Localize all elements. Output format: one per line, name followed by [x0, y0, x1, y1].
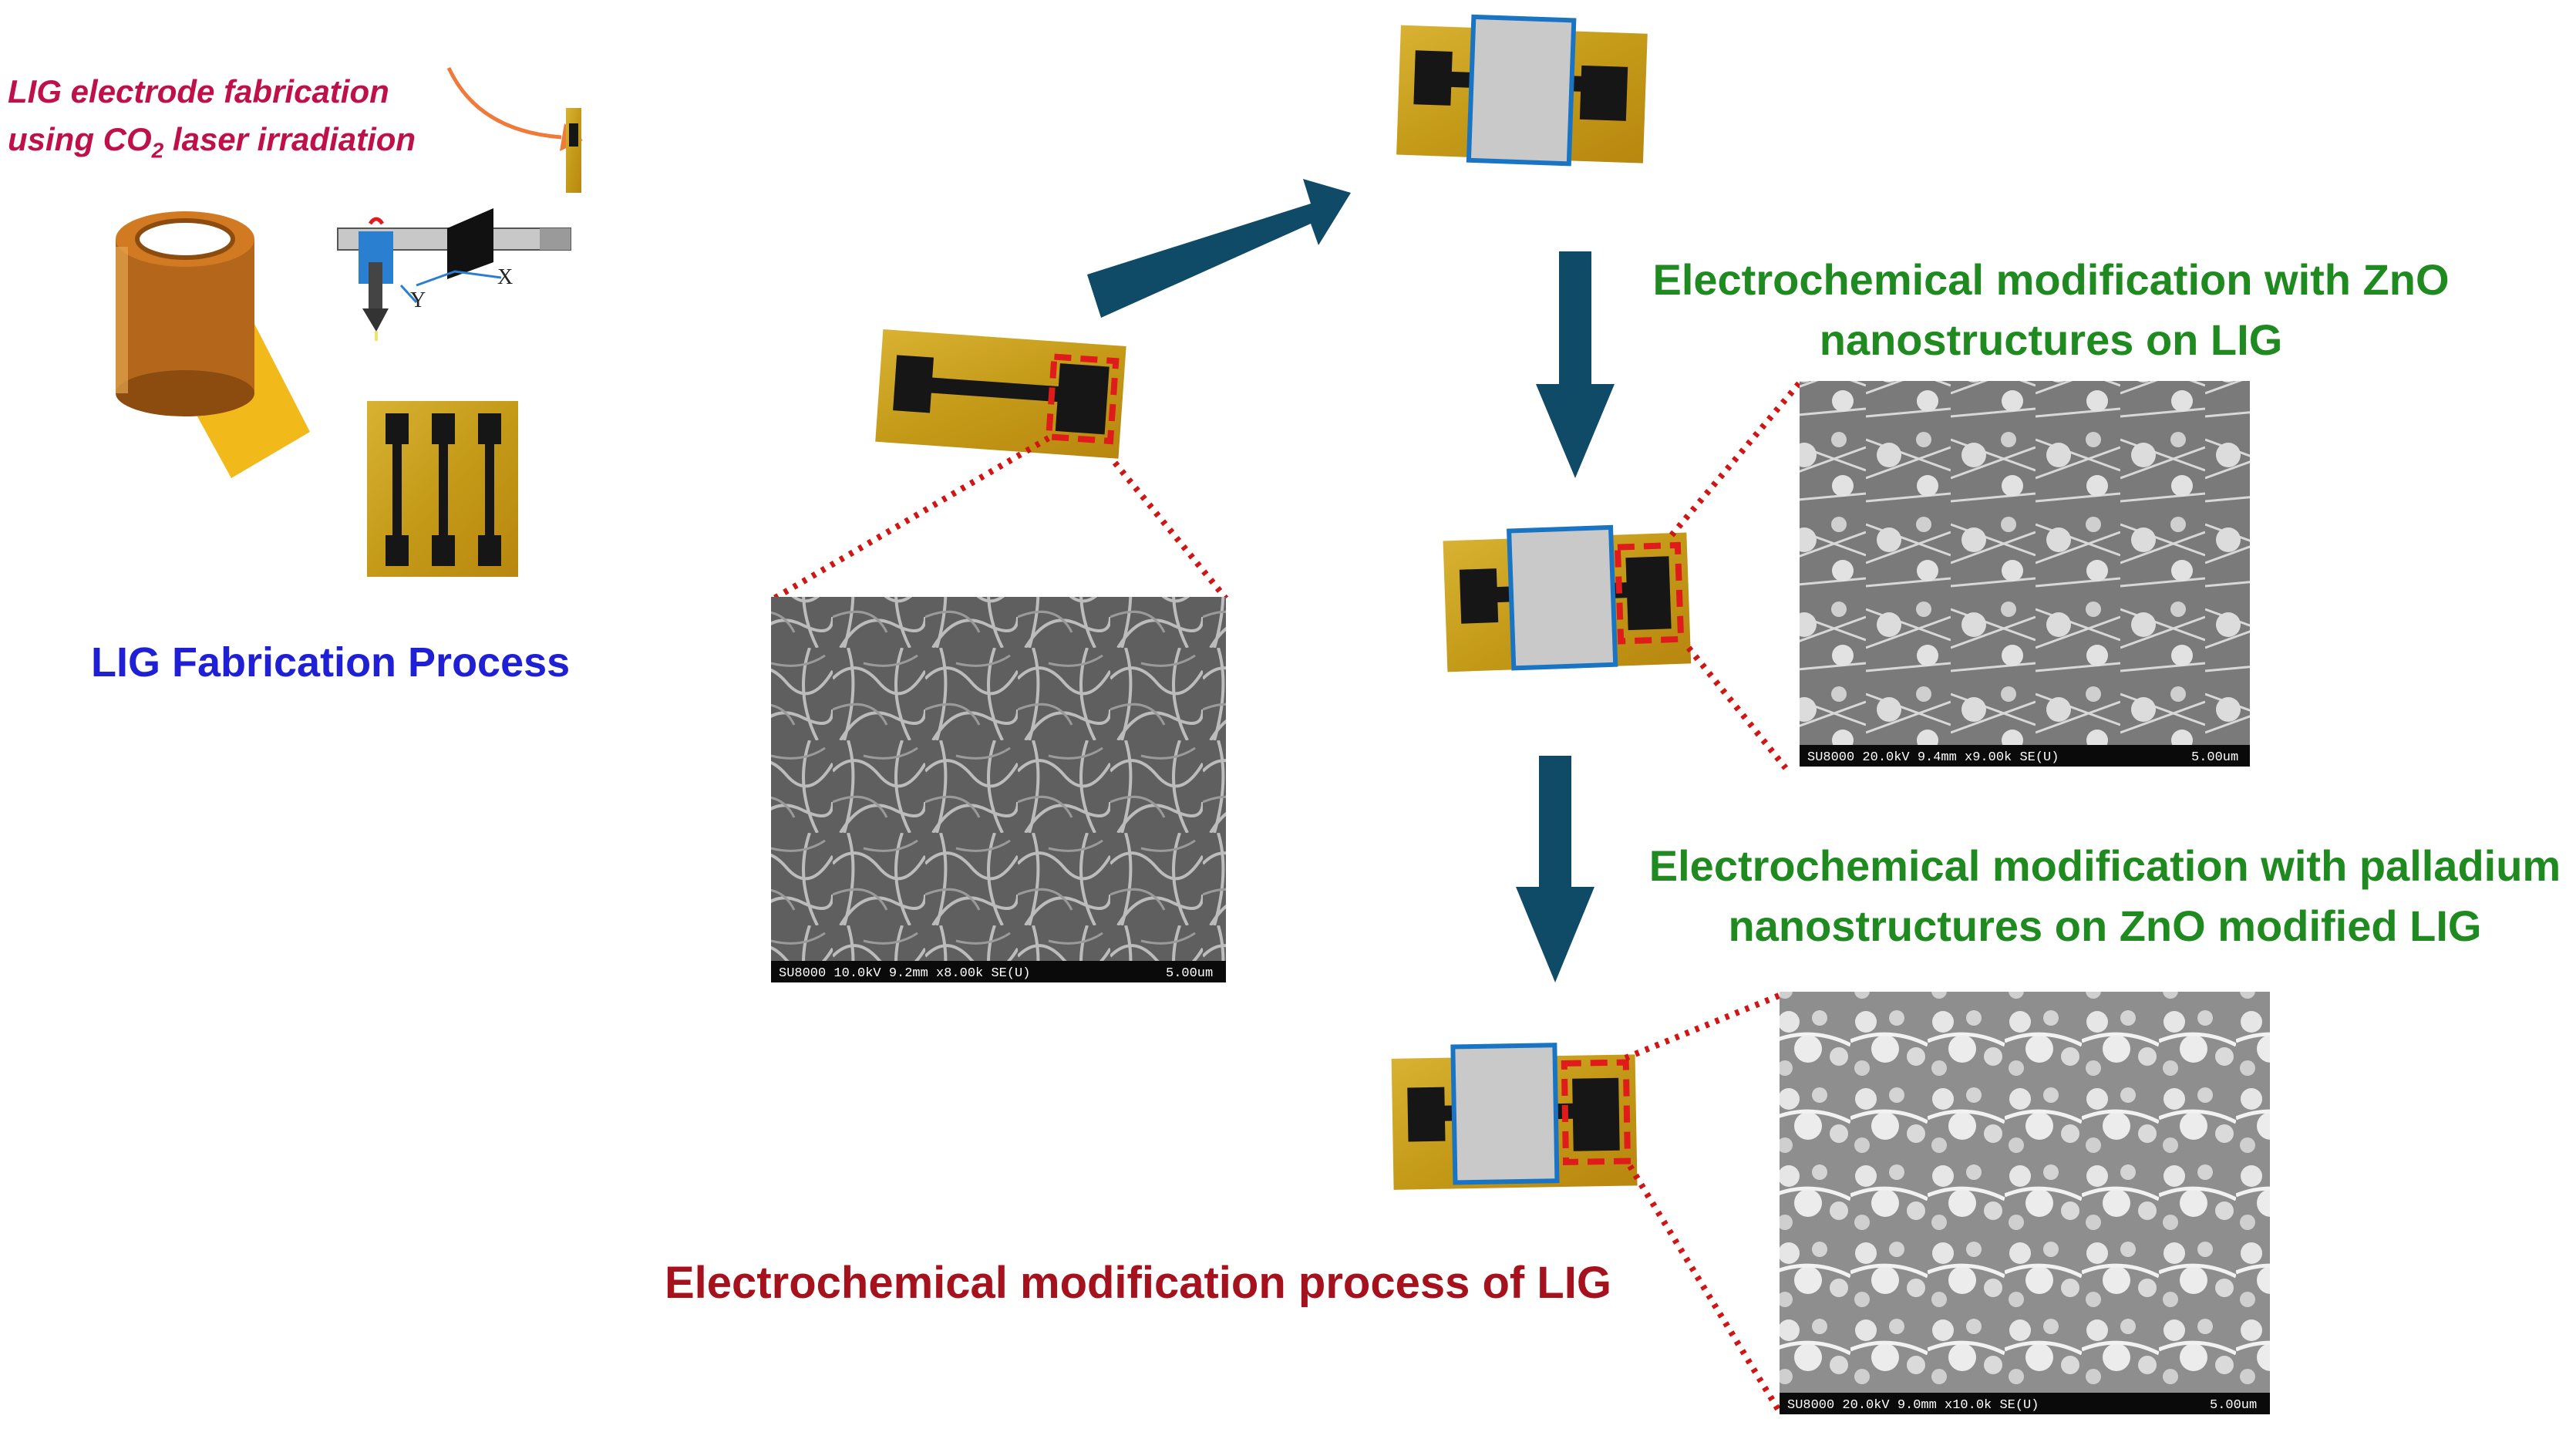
- fabrication-note: LIG electrode fabrication using CO2 lase…: [8, 68, 416, 174]
- sem-zno-info: SU8000 20.0kV 9.4mm x9.00k SE(U): [1807, 750, 2059, 765]
- cover-rect-top: [1466, 14, 1577, 167]
- zoom-line-lig-right: [1112, 460, 1229, 601]
- zoom-line-zno-top: [1669, 379, 1804, 538]
- kapton-roll-icon: [116, 211, 310, 478]
- pd-step-line1: Electrochemical modification with pallad…: [1648, 841, 2561, 890]
- fabrication-note-line2-post: laser irradiation: [163, 121, 416, 157]
- modification-process-title: Electrochemical modification process of …: [665, 1258, 1611, 1308]
- pd-step-label: Electrochemical modification with pallad…: [1642, 836, 2568, 956]
- zoom-line-zno-bottom: [1685, 645, 1789, 770]
- fabricated-electrodes-sheet: [367, 401, 518, 577]
- zoom-line-pd-bottom: [1627, 1164, 1784, 1417]
- sem-pd-info: SU8000 20.0kV 9.0mm x10.0k SE(U): [1787, 1398, 2039, 1413]
- sem-image-lig: [771, 597, 1226, 982]
- zno-step-label: Electrochemical modification with ZnO na…: [1650, 250, 2452, 370]
- lig-fabrication-title: LIG Fabrication Process: [91, 639, 571, 686]
- covered-electrode-top: [1396, 14, 1648, 167]
- fabrication-note-subscript: 2: [151, 138, 164, 163]
- zno-step-line1: Electrochemical modification with ZnO: [1652, 255, 2450, 304]
- zno-step-line2: nanostructures on LIG: [1819, 315, 2283, 364]
- partial-electrode-thumbnail: [566, 108, 581, 193]
- zno-modified-electrode: [1443, 524, 1692, 672]
- laser-pointer-arrow: [446, 66, 562, 140]
- sem-lig-info: SU8000 10.0kV 9.2mm x8.00k SE(U): [779, 966, 1030, 981]
- arrow-to-covered-electrode: [1087, 179, 1351, 318]
- laser-axis-y: Y: [410, 288, 426, 312]
- pd-step-line2: nanostructures on ZnO modified LIG: [1728, 901, 2482, 950]
- fabrication-note-line1: LIG electrode fabrication: [8, 73, 389, 110]
- fabrication-note-line2-pre: using CO: [8, 121, 152, 157]
- sem-image-pd: [1780, 992, 2270, 1414]
- pd-modified-electrode: [1391, 1043, 1638, 1190]
- laser-machine-icon: [337, 208, 571, 341]
- zoom-line-pd-top: [1624, 992, 1783, 1061]
- zoom-line-lig-left: [772, 435, 1051, 602]
- cover-rect-pd: [1450, 1043, 1560, 1185]
- fabrication-note-line2: using CO2 laser irradiation: [8, 116, 416, 174]
- arrow-down-zno: [1536, 251, 1615, 478]
- sem-lig-scale: 5.00um: [1166, 966, 1213, 981]
- sem-pd-scale: 5.00um: [2210, 1398, 2257, 1413]
- cover-rect-zno: [1507, 524, 1618, 671]
- sem-zno-scale: 5.00um: [2191, 750, 2238, 765]
- laser-axis-x: X: [497, 265, 513, 289]
- sem-image-zno: [1800, 381, 2250, 767]
- bare-lig-electrode: [875, 329, 1126, 459]
- arrow-down-pd: [1516, 756, 1594, 982]
